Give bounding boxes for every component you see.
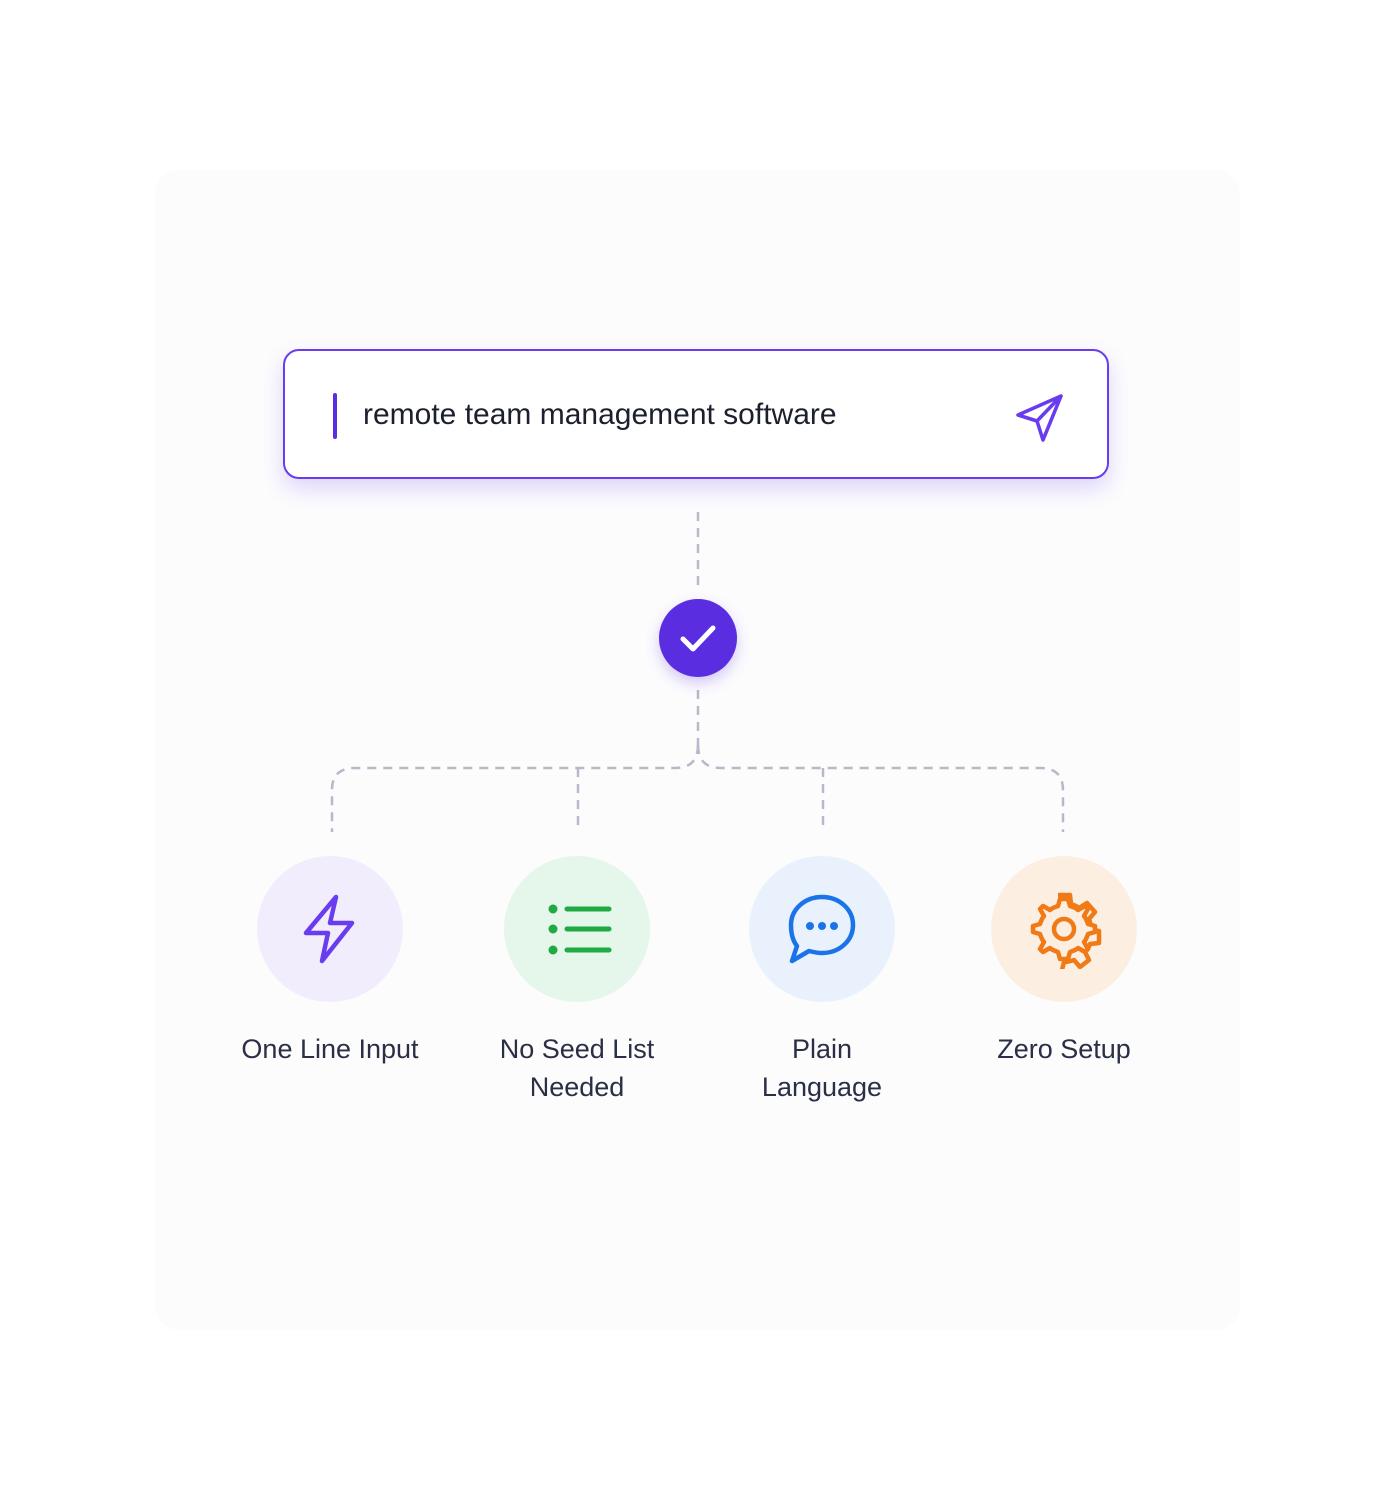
feature-plain-language: Plain Language <box>702 856 942 1106</box>
feature-no-seed-list: No Seed List Needed <box>457 856 697 1106</box>
lightning-icon <box>303 894 355 964</box>
feature-label: Plain Language <box>761 1034 883 1102</box>
feature-icon-circle <box>504 856 650 1002</box>
feature-icon-circle <box>991 856 1137 1002</box>
search-input[interactable]: remote team management software <box>283 349 1109 479</box>
feature-label: Zero Setup <box>997 1034 1131 1064</box>
text-caret <box>333 393 337 439</box>
search-query-text: remote team management software <box>363 398 837 431</box>
check-badge <box>659 599 737 677</box>
send-icon <box>1016 394 1063 442</box>
feature-icon-circle <box>749 856 895 1002</box>
feature-icon-circle <box>257 856 403 1002</box>
connector-branch-right <box>696 744 1065 832</box>
feature-zero-setup: Zero Setup <box>944 856 1184 1068</box>
send-button[interactable] <box>1013 391 1067 445</box>
connector-branch-left <box>330 744 700 832</box>
chat-bubble-icon <box>788 894 856 964</box>
check-icon <box>680 625 716 652</box>
gear-icon <box>1030 892 1102 969</box>
list-icon <box>548 904 612 955</box>
feature-label: One Line Input <box>241 1034 419 1064</box>
feature-one-line-input: One Line Input <box>210 856 450 1068</box>
feature-label: No Seed List Needed <box>499 1034 655 1102</box>
